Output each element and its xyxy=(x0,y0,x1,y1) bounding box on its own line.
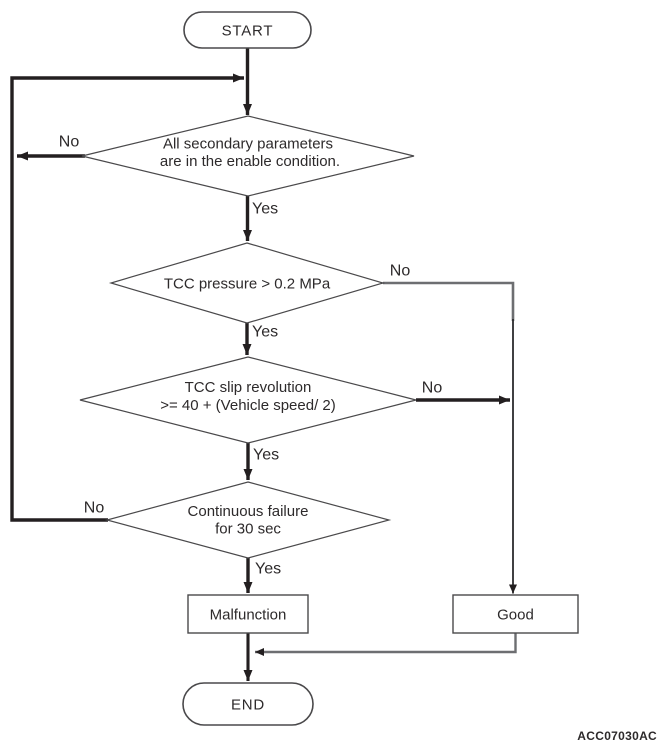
decision-continuous-failure-line1: Continuous failure xyxy=(188,503,309,520)
label-tcc-slip-yes: Yes xyxy=(253,447,279,464)
decision-tcc-pressure-shape xyxy=(108,242,386,324)
decision-continuous-failure-shape xyxy=(104,481,392,559)
end-terminator-shape xyxy=(182,682,314,726)
node-decision-tcc-pressure: TCC pressure > 0.2 MPa xyxy=(108,242,386,324)
label-secondary-params-no: No xyxy=(59,134,80,151)
label-tcc-slip-no: No xyxy=(422,380,443,397)
good-box-shape xyxy=(452,594,579,634)
decision-secondary-params-line1: All secondary parameters xyxy=(163,136,333,153)
node-end: END xyxy=(182,682,314,726)
decision-tcc-slip-line1: TCC slip revolution xyxy=(185,379,312,396)
start-terminator-shape xyxy=(183,11,312,49)
label-secondary-params-yes: Yes xyxy=(252,201,278,218)
label-tcc-pressure-yes: Yes xyxy=(252,324,278,341)
good-label: Good xyxy=(497,607,534,624)
label-continuous-failure-no: No xyxy=(84,500,105,517)
node-decision-secondary-params: All secondary parameters are in the enab… xyxy=(81,115,415,197)
label-continuous-failure-yes: Yes xyxy=(255,561,281,578)
nodes: START All secondary parameters are in th… xyxy=(79,11,579,726)
malfunction-label: Malfunction xyxy=(210,607,287,624)
edge-tcc-pressure-no xyxy=(383,281,515,321)
decision-tcc-slip-line2: >= 40 + (Vehicle speed/ 2) xyxy=(160,397,336,414)
label-tcc-pressure-no: No xyxy=(390,263,411,280)
decision-continuous-failure-line2: for 30 sec xyxy=(215,521,281,538)
node-decision-continuous-failure: Continuous failure for 30 sec xyxy=(104,481,392,559)
node-malfunction: Malfunction xyxy=(187,594,309,634)
end-label: END xyxy=(231,697,265,714)
decision-tcc-pressure-label: TCC pressure > 0.2 MPa xyxy=(164,276,331,293)
edge-labels: No Yes No Yes No Yes No Yes xyxy=(59,134,443,578)
node-decision-tcc-slip: TCC slip revolution >= 40 + (Vehicle spe… xyxy=(79,356,417,444)
edge-loopback-rail xyxy=(10,73,244,522)
edge-good-to-merge xyxy=(255,633,517,656)
decision-secondary-params-line2: are in the enable condition. xyxy=(160,153,340,170)
start-label: START xyxy=(222,23,274,40)
decision-tcc-slip-shape xyxy=(79,356,417,444)
malfunction-box-shape xyxy=(187,594,309,634)
decision-secondary-params-shape xyxy=(81,115,415,197)
figure-reference-code: ACC07030AC xyxy=(577,729,657,743)
node-start: START xyxy=(183,11,312,49)
node-good: Good xyxy=(452,594,579,634)
edges xyxy=(10,48,517,681)
